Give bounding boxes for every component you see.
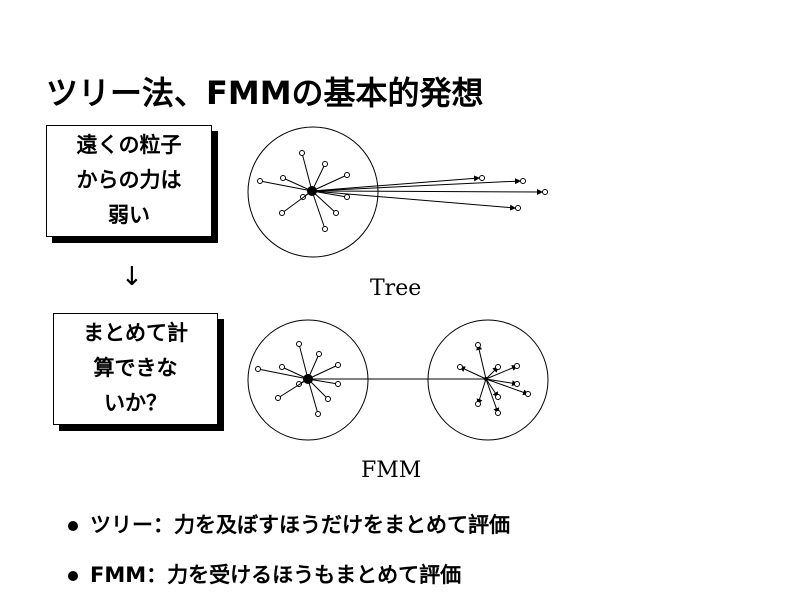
local-center [484, 377, 488, 381]
force-line [485, 378, 529, 396]
force-line [485, 378, 499, 398]
source-line [257, 368, 309, 380]
note-line: 弱い [108, 203, 150, 227]
slide-title: ツリー法、FMMの基本的発想 [46, 74, 484, 112]
source-line [298, 343, 309, 380]
source-line [307, 378, 319, 415]
source-line [311, 174, 348, 192]
center-of-mass [307, 186, 317, 196]
particle [315, 411, 321, 417]
particle [335, 362, 341, 368]
particle [279, 364, 285, 370]
note-line: まとめて計 [83, 321, 188, 345]
particle [495, 394, 501, 400]
particle [255, 366, 261, 372]
note-line: からの力は [76, 168, 182, 192]
particle [280, 175, 286, 181]
bullet-dot-icon [68, 571, 78, 581]
bullet-tree: ツリー：力を及ぼすほうだけをまとめて評価 [68, 509, 510, 539]
particle [335, 381, 341, 387]
particle [325, 396, 331, 402]
bullet-fmm: FMM：力を受けるほうもまとめて評価 [68, 559, 461, 589]
source-line [311, 190, 337, 214]
particle [475, 342, 481, 348]
particle [275, 395, 281, 401]
particle [514, 363, 520, 369]
particle [475, 401, 481, 407]
force-line [485, 365, 518, 380]
far-particle [515, 205, 521, 211]
source-line [311, 190, 348, 198]
far-particle [479, 175, 485, 181]
note-box-combine: まとめて計 算できな いか？ [53, 313, 218, 425]
far-force-line [311, 178, 521, 192]
fmm-label: FMM [361, 458, 422, 483]
force-line [459, 366, 487, 380]
fmm-target-cell-circle [427, 319, 549, 441]
far-particle [520, 178, 526, 184]
force-line [476, 344, 487, 380]
fmm-diagram [247, 319, 549, 441]
particle [296, 341, 302, 347]
down-arrow-icon: ↓ [121, 262, 143, 292]
particle [344, 194, 350, 200]
source-line [281, 190, 313, 214]
source-line [307, 378, 339, 385]
bullet-dot-icon [68, 521, 78, 531]
source-line [277, 378, 309, 399]
particle [344, 172, 350, 178]
far-force-line [311, 175, 480, 192]
source-line [282, 177, 313, 192]
note-line: いか？ [104, 391, 167, 415]
source-line [311, 190, 326, 230]
far-particle [542, 189, 548, 195]
particle [322, 161, 328, 167]
note-line: 遠くの粒子 [76, 133, 182, 157]
particle [495, 364, 501, 370]
particle [299, 150, 305, 156]
bullet-text: ツリー：力を及ぼすほうだけをまとめて評価 [90, 513, 510, 537]
fmm-source-cell-circle [247, 319, 369, 441]
particle [457, 364, 463, 370]
source-line [301, 152, 313, 192]
particle [333, 210, 339, 216]
multipole-center [303, 374, 313, 384]
source-line [307, 364, 339, 380]
bullet-text: FMM：力を受けるほうもまとめて評価 [90, 563, 462, 587]
force-line [476, 378, 487, 405]
force-line [485, 378, 500, 414]
note-box-far-force: 遠くの粒子 からの力は 弱い [46, 125, 212, 237]
particle [514, 381, 520, 387]
tree-diagram [247, 126, 548, 258]
tree-cell-circle [247, 126, 379, 258]
particle [316, 351, 322, 357]
tree-label: Tree [370, 276, 422, 301]
particle [525, 391, 531, 397]
note-line: 算できな [93, 356, 178, 380]
particle [257, 178, 263, 184]
particle [279, 210, 285, 216]
far-force-line [311, 188, 543, 195]
particle [322, 226, 328, 232]
particle [495, 410, 501, 416]
far-force-line [311, 190, 516, 211]
source-line [259, 180, 313, 192]
force-line [485, 378, 518, 387]
